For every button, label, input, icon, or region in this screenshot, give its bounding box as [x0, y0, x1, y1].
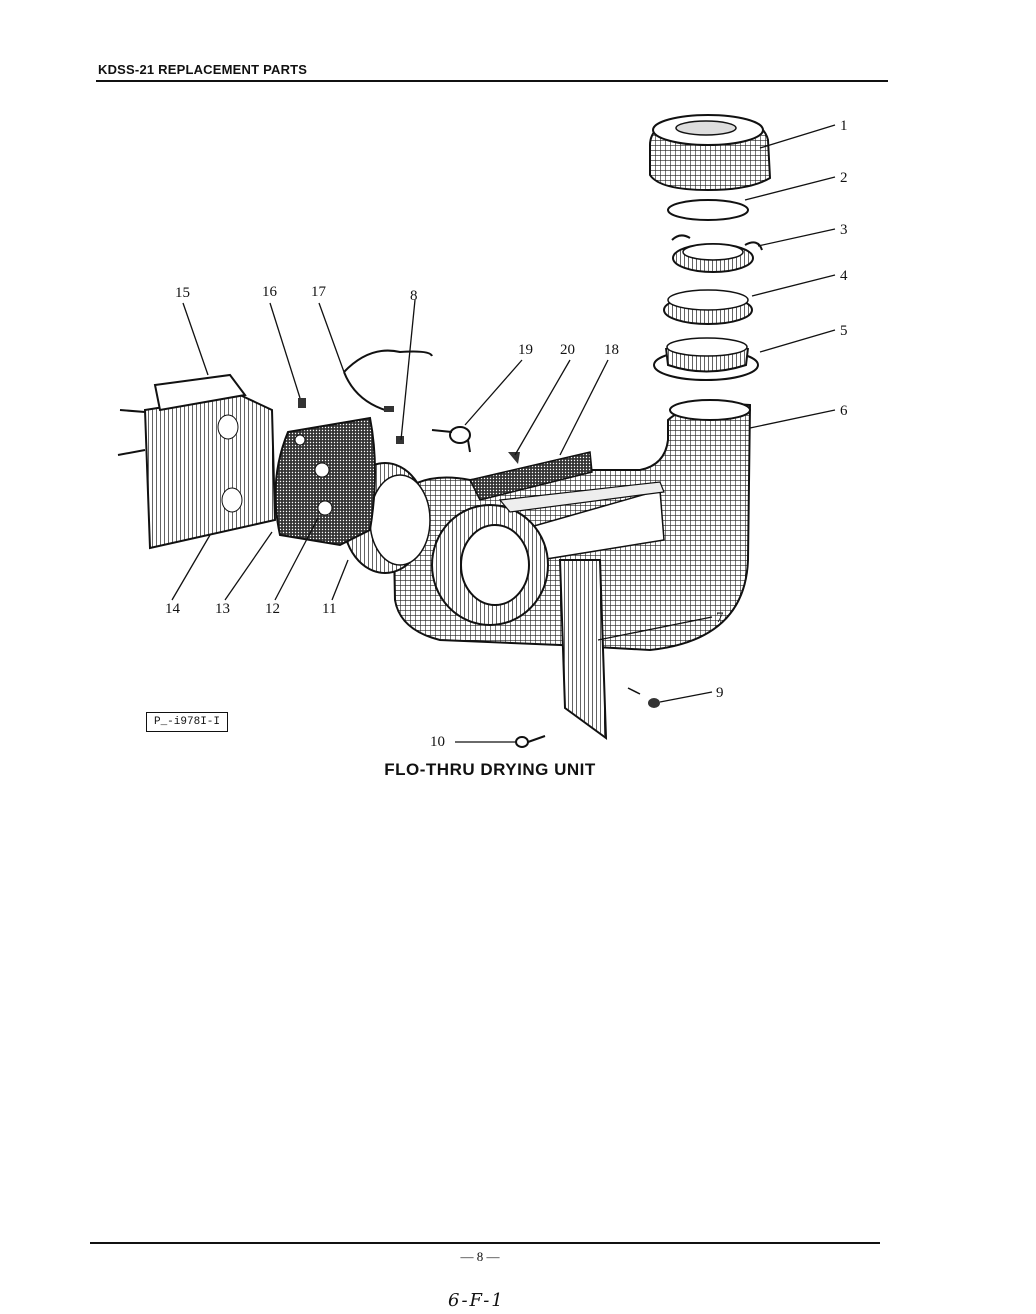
callout-13: 13 — [215, 601, 230, 617]
footer-divider — [90, 1242, 880, 1244]
callout-3: 3 — [840, 222, 848, 238]
callout-4: 4 — [840, 268, 848, 284]
small-parts-group — [298, 349, 520, 464]
callout-12: 12 — [265, 601, 280, 617]
callout-16: 16 — [262, 284, 278, 300]
callout-8: 8 — [410, 288, 418, 304]
screws-group — [515, 687, 660, 748]
leader-lines — [171, 124, 836, 743]
clamp-ring-part — [671, 234, 763, 273]
callout-6: 6 — [840, 403, 848, 419]
callout-9: 9 — [716, 685, 724, 701]
handwritten-note: 6-F-1 — [448, 1290, 505, 1311]
page-number: — 8 — — [460, 1249, 500, 1264]
mounting-ring-part — [663, 289, 753, 325]
callout-1: 1 — [840, 118, 848, 134]
callout-2: 2 — [840, 170, 848, 186]
callout-11: 11 — [322, 601, 336, 617]
gasket-ring-part — [667, 199, 749, 221]
callout-7: 7 — [716, 610, 724, 626]
vent-cap-part — [649, 114, 772, 192]
motor-cover-part — [117, 373, 277, 550]
callout-17: 17 — [311, 284, 327, 300]
callout-20: 20 — [560, 342, 575, 358]
callout-14: 14 — [165, 601, 181, 617]
flanged-collar-part — [653, 337, 759, 381]
callout-5: 5 — [840, 323, 848, 339]
callout-18: 18 — [604, 342, 619, 358]
figure-reference-stamp: P_-i978I-I — [146, 712, 228, 732]
header-divider — [96, 80, 888, 82]
callout-19: 19 — [518, 342, 533, 358]
callout-15: 15 — [175, 285, 190, 301]
callout-10: 10 — [430, 734, 445, 750]
figure-caption: FLO-THRU DRYING UNIT — [384, 760, 596, 779]
air-duct-body-part — [391, 399, 752, 741]
heater-element-part — [468, 451, 665, 513]
motor-housing-part — [274, 416, 376, 547]
page-header-title: KDSS-21 REPLACEMENT PARTS — [98, 62, 308, 77]
